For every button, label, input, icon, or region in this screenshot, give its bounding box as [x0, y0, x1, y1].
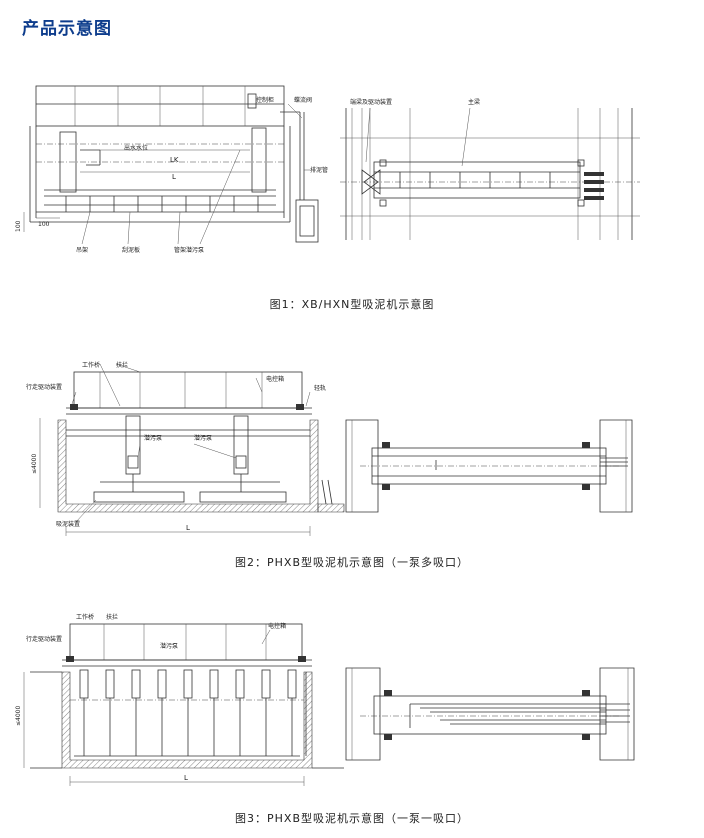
fig2-light-rail-label: 轻轨 — [314, 384, 326, 392]
fig1-l-label: L — [172, 173, 176, 181]
fig1-discharge-pipe-label: 排泥管 — [310, 166, 328, 174]
figure3-plan-view — [345, 667, 635, 761]
figure3-pump-units — [79, 669, 297, 756]
fig2-pump-right-label: 潜污泵 — [194, 434, 212, 442]
page-title: 产品示意图 — [22, 19, 112, 39]
fig2-electric-box-label: 电控箱 — [266, 375, 284, 383]
fig3-travel-drive-label: 行走驱动装置 — [26, 635, 62, 643]
fig3-electric-box-label: 电控箱 — [268, 622, 286, 630]
figure2-caption: 图2：PHXB型吸泥机示意图（一泵多吸口） — [235, 556, 469, 569]
figure1-caption: 图1：XB/HXN型吸泥机示意图 — [269, 298, 435, 311]
fig2-l-label: L — [186, 524, 190, 532]
fig1-gate-valve-label: 蝶流阀 — [294, 96, 312, 104]
fig1-control-cabinet-label: 控制柜 — [256, 96, 274, 104]
fig3-depth-label: ≤4000 — [15, 706, 22, 726]
figure3-caption: 图3：PHXB型吸泥机示意图（一泵一吸口） — [235, 812, 469, 825]
discharge-tank — [295, 199, 319, 243]
fig1-lk-label: LK — [170, 156, 179, 164]
fig1-outlet-level-label: 出水水位 — [124, 144, 148, 152]
figure3-side-view — [23, 623, 344, 786]
fig3-work-bridge-label: 工作桥 — [76, 613, 94, 621]
fig2-travel-drive-label: 行走驱动装置 — [26, 383, 62, 391]
figure2-plan-view — [345, 419, 633, 513]
figure2-side-view — [39, 363, 345, 536]
fig1-pipe-rack-pump-label: 管架潜污泵 — [174, 246, 204, 254]
fig3-handrail-label: 扶拦 — [106, 613, 118, 621]
fig1-dim-100-side: 100 — [15, 220, 22, 232]
fig2-pump-left-label: 潜污泵 — [144, 434, 162, 442]
fig3-pump-label: 潜污泵 — [160, 642, 178, 650]
fig2-work-bridge-label: 工作桥 — [82, 361, 100, 369]
fig1-end-beam-drive-label: 端梁及驱动装置 — [350, 98, 392, 106]
fig2-handrail-label: 扶拦 — [116, 361, 128, 369]
fig2-depth-label: ≤4000 — [31, 454, 38, 474]
fig1-main-beam-label: 主梁 — [468, 98, 480, 106]
fig1-dim-100-bottom: 100 — [38, 221, 50, 228]
fig3-l-label: L — [184, 774, 188, 782]
figure1-plan-view — [340, 107, 640, 240]
figure1-plan-pipes — [399, 172, 551, 188]
fig1-scraper-label: 刮泥板 — [122, 246, 140, 254]
figure1-side-view — [23, 85, 319, 245]
fig2-suction-device-label: 吸泥装置 — [56, 520, 80, 528]
control-cabinet-icon — [247, 93, 257, 109]
fig1-hanger-label: 吊架 — [76, 246, 88, 254]
figure1-suction-pipes — [65, 196, 259, 212]
